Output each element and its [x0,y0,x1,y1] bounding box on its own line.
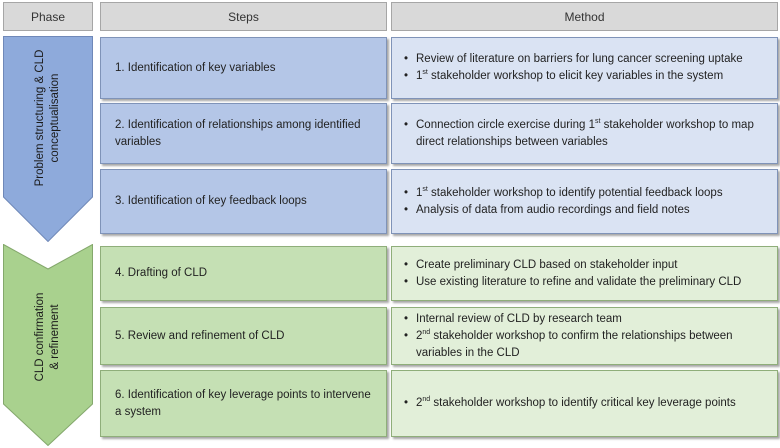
phase-arrow-structuring-shape [3,36,93,242]
method-list: Internal review of CLD by research team … [404,311,769,362]
phase-arrow-structuring: Problem structuring & CLD conceptualisat… [3,36,93,242]
method-cell: Review of literature on barriers for lun… [391,37,778,99]
method-item: Internal review of CLD by research team [404,311,769,328]
phase-arrow-refinement: CLD confirmation & refinement [3,244,93,446]
step-text: 2. Identification of relationships among… [115,118,361,148]
phase-label-refinement-line2: & refinement [49,304,61,370]
method-cell: 2nd stakeholder workshop to identify cri… [391,370,778,437]
phase-arrow-refinement-shape [3,244,93,446]
step-cell: 6. Identification of key leverage points… [100,370,387,437]
method-list: Review of literature on barriers for lun… [404,51,743,85]
method-cell: Internal review of CLD by research team … [391,307,778,365]
phase-label-refinement: CLD confirmation & refinement [33,292,63,381]
method-list: 1st stakeholder workshop to identify pot… [404,185,723,219]
method-item: 1st stakeholder workshop to elicit key v… [404,68,743,85]
step-text: 4. Drafting of CLD [115,267,208,279]
method-item: 2nd stakeholder workshop to identify cri… [404,395,736,412]
phase-header: Phase [3,2,93,31]
phase-label-structuring: Problem structuring & CLD conceptualisat… [33,50,63,187]
step-cell: 4. Drafting of CLD [100,246,387,301]
phase-label-structuring-line1: Problem structuring & CLD [34,50,46,187]
method-item: Review of literature on barriers for lun… [404,51,743,68]
step-text: 5. Review and refinement of CLD [115,329,285,342]
method-list: 2nd stakeholder workshop to identify cri… [404,395,736,412]
method-item: Connection circle exercise during 1st st… [404,117,769,151]
method-cell: Create preliminary CLD based on stakehol… [391,246,778,301]
steps-header: Steps [100,2,387,31]
step-text: 3. Identification of key feedback loops [115,195,307,207]
phase-label-refinement-line1: CLD confirmation [34,292,46,382]
method-item: 1st stakeholder workshop to identify pot… [404,185,723,202]
step-text: 6. Identification of key leverage points… [115,388,371,418]
step-text: 1. Identification of key variables [115,61,276,74]
method-item: Use existing literature to refine and va… [404,274,741,291]
step-cell: 3. Identification of key feedback loops [100,169,387,234]
method-list: Connection circle exercise during 1st st… [404,117,769,151]
method-cell: 1st stakeholder workshop to identify pot… [391,169,778,234]
step-cell: 5. Review and refinement of CLD [100,307,387,365]
method-item: Create preliminary CLD based on stakehol… [404,257,741,274]
step-cell: 2. Identification of relationships among… [100,103,387,164]
phase-label-structuring-line2: conceptualisation [49,73,61,163]
method-cell: Connection circle exercise during 1st st… [391,103,778,164]
step-cell: 1. Identification of key variables [100,37,387,99]
method-item: Analysis of data from audio recordings a… [404,202,723,219]
method-header: Method [391,2,778,31]
method-list: Create preliminary CLD based on stakehol… [404,257,741,291]
method-item: 2nd stakeholder workshop to confirm the … [404,328,769,362]
